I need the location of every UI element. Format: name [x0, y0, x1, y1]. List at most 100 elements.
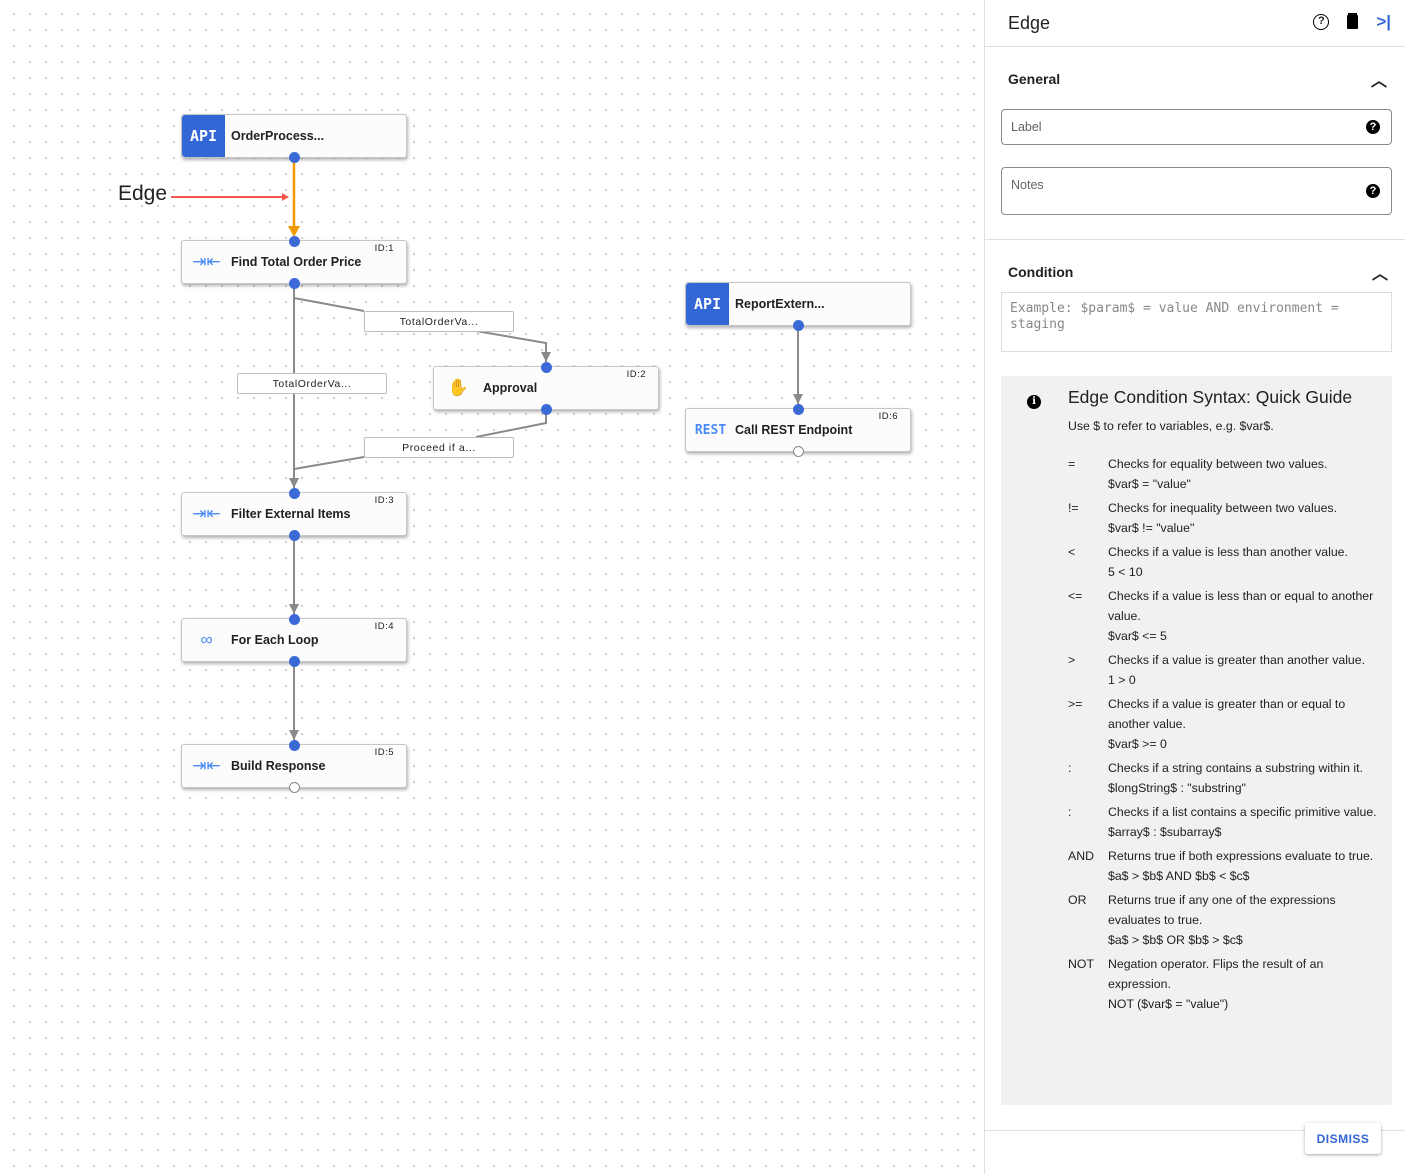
- edges-layer: [171, 157, 803, 740]
- collapse-panel-icon[interactable]: >|: [1376, 12, 1391, 31]
- api-icon: API: [686, 283, 729, 325]
- node-title: Filter External Items: [231, 507, 351, 521]
- operator-description: Checks if a value is less than another v…: [1108, 545, 1348, 559]
- label-input[interactable]: Label?: [1001, 109, 1392, 145]
- notes-textarea[interactable]: Notes?: [1001, 167, 1392, 215]
- mapper-icon: ⇥⇤: [192, 504, 221, 523]
- port[interactable]: [288, 487, 300, 499]
- port[interactable]: [288, 529, 300, 541]
- operator: OR: [1068, 893, 1087, 907]
- operator-row: <=Checks if a value is less than or equa…: [1068, 586, 1378, 646]
- edge-label[interactable]: Proceed if a...: [364, 437, 514, 458]
- operator: !=: [1068, 501, 1079, 515]
- port[interactable]: [540, 361, 552, 373]
- help-icon[interactable]: ?: [1366, 184, 1380, 198]
- port[interactable]: [792, 403, 804, 415]
- help-icon[interactable]: ?: [1313, 14, 1330, 30]
- port[interactable]: [288, 277, 300, 289]
- panel-title: Edge: [1008, 12, 1051, 33]
- port[interactable]: [792, 319, 804, 331]
- operator-row: = Checks for equality between two values.…: [1068, 454, 1378, 494]
- node-id: ID:6: [878, 411, 898, 422]
- operator: =: [1068, 457, 1076, 471]
- label-placeholder: Label: [1011, 120, 1042, 134]
- mapper-icon: ⇥⇤: [192, 756, 221, 775]
- help-icon[interactable]: ?: [1366, 120, 1380, 134]
- node-title: Approval: [483, 381, 538, 395]
- operator-list: = Checks for equality between two values.…: [1068, 454, 1378, 1018]
- general-section-header[interactable]: General ︿: [985, 47, 1405, 111]
- port[interactable]: [288, 781, 300, 793]
- operator-example: $var$ != "value": [1108, 521, 1195, 535]
- port[interactable]: [288, 235, 300, 247]
- operator-description: Checks if a value is greater than or equ…: [1108, 697, 1346, 731]
- operator-row: > Checks if a value is greater than anoth…: [1068, 650, 1378, 690]
- chevron-up-icon[interactable]: ︿: [1370, 73, 1387, 90]
- node-title: Build Response: [231, 759, 326, 773]
- port[interactable]: [288, 613, 300, 625]
- node-filter-external-items[interactable]: ⇥⇤ Filter External Items ID:3: [181, 492, 407, 536]
- operator-example: $var$ >= 0: [1108, 737, 1167, 751]
- node-id: ID:3: [374, 495, 394, 506]
- port[interactable]: [792, 445, 804, 457]
- operator-description: Checks for inequality between two values…: [1108, 501, 1337, 515]
- node-build-response[interactable]: ⇥⇤ Build Response ID:5: [181, 744, 407, 788]
- api-icon: API: [182, 115, 225, 157]
- operator-example: $a$ > $b$ OR $b$ > $c$: [1108, 933, 1243, 947]
- node-id: ID:2: [626, 369, 646, 380]
- operator-example: 1 > 0: [1108, 673, 1136, 687]
- edge-annotation: Edge: [118, 182, 168, 205]
- operator-row: >= Checks if a value is greater than or e…: [1068, 694, 1378, 754]
- mapper-icon: ⇥⇤: [192, 252, 221, 271]
- operator-example: NOT ($var$ = "value"): [1108, 997, 1229, 1011]
- operator-description: Returns true if any one of the expressio…: [1108, 893, 1336, 927]
- operator-row: : Checks if a list contains a specific pr…: [1068, 802, 1378, 842]
- node-id: ID:4: [374, 621, 394, 632]
- dismiss-button[interactable]: DISMISS: [1305, 1123, 1381, 1154]
- operator-description: Checks for equality between two values.: [1108, 457, 1328, 471]
- condition-input[interactable]: Example: $param$ = value AND environment…: [1001, 292, 1392, 352]
- operator-row: < Checks if a value is less than another …: [1068, 542, 1378, 582]
- port[interactable]: [288, 739, 300, 751]
- edge-label[interactable]: TotalOrderVa...: [364, 311, 514, 332]
- node-id: ID:1: [374, 243, 394, 254]
- node-title: Find Total Order Price: [231, 255, 362, 269]
- operator-example: $array$ : $subarray$: [1108, 825, 1222, 839]
- guide-title: Edge Condition Syntax: Quick Guide: [1068, 387, 1353, 407]
- delete-icon[interactable]: [1347, 15, 1359, 29]
- operator: <: [1068, 545, 1076, 559]
- node-title: For Each Loop: [231, 633, 319, 647]
- loop-icon: ∞: [200, 630, 213, 649]
- operator-row: OR Returns true if any one of the express…: [1068, 890, 1378, 950]
- port[interactable]: [288, 655, 300, 667]
- operator: >=: [1068, 697, 1083, 711]
- operator: :: [1068, 805, 1072, 819]
- operator: AND: [1068, 849, 1094, 863]
- operator-example: $a$ > $b$ AND $b$ < $c$: [1108, 869, 1250, 883]
- operator-description: Checks if a value is greater than anothe…: [1108, 653, 1366, 667]
- general-heading: General: [1008, 71, 1061, 87]
- port[interactable]: [540, 403, 552, 415]
- condition-section-header[interactable]: Condition︿: [985, 258, 1405, 286]
- operator-row: != Checks for inequality between two valu…: [1068, 498, 1378, 538]
- port[interactable]: [288, 151, 300, 163]
- operator-example: $var$ = "value": [1108, 477, 1191, 491]
- node-id: ID:5: [374, 747, 394, 758]
- operator: >: [1068, 653, 1076, 667]
- operator: NOT: [1068, 957, 1094, 971]
- node-for-each-loop[interactable]: ∞ For Each Loop ID:4: [181, 618, 407, 662]
- edge-label[interactable]: TotalOrderVa...: [237, 373, 387, 394]
- node-title: ReportExtern...: [735, 297, 825, 311]
- operator-description: Checks if a list contains a specific pri…: [1108, 805, 1377, 819]
- info-icon: i: [1027, 395, 1041, 409]
- operator-row: :Checks if a string contains a substring…: [1068, 758, 1378, 798]
- operator: <=: [1068, 589, 1083, 603]
- node-reportextern[interactable]: API ReportExtern...: [685, 282, 911, 326]
- node-title: Call REST Endpoint: [735, 423, 853, 437]
- chevron-up-icon[interactable]: ︿: [1371, 266, 1388, 283]
- operator-description: Checks if a string contains a substring …: [1108, 761, 1363, 775]
